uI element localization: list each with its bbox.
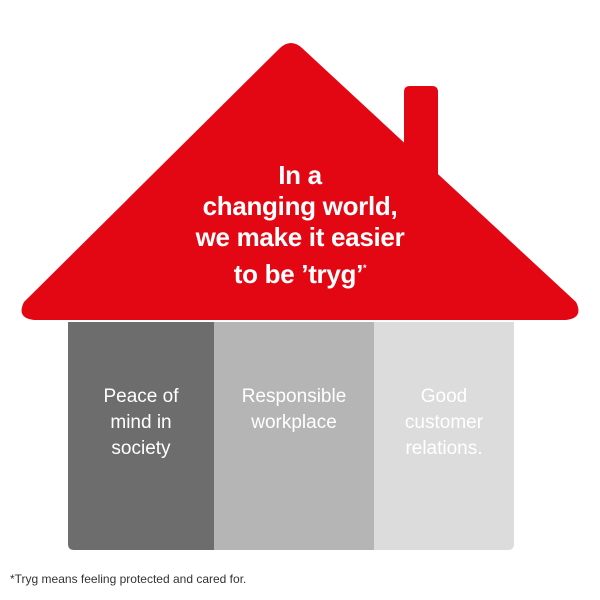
roof-line-3: we make it easier bbox=[195, 222, 405, 252]
pillar-2-line-2: workplace bbox=[251, 412, 337, 433]
pillar-3-line-3: relations. bbox=[405, 438, 483, 459]
pillar-responsible-workplace bbox=[214, 322, 374, 550]
pillar-3-line-1: Good bbox=[420, 386, 468, 407]
roof bbox=[21, 43, 579, 320]
footnote: *Tryg means feeling protected and cared … bbox=[10, 572, 247, 586]
roof-line-4: to be ’tryg’ bbox=[233, 259, 364, 289]
pillar-label-responsible-workplace: Responsible workplace bbox=[214, 384, 374, 436]
roof-line-2: changing world, bbox=[202, 191, 398, 221]
pillar-1-line-1: Peace of bbox=[103, 386, 179, 407]
pillar-1-line-2: mind in bbox=[110, 412, 172, 433]
pillar-good-customer-relations bbox=[374, 322, 514, 550]
pillar-2-line-1: Responsible bbox=[241, 386, 347, 407]
roof-line-4-wrap: to be ’tryg’* bbox=[150, 253, 450, 290]
pillar-label-good-customer-relations: Good customer relations. bbox=[374, 384, 514, 462]
pillar-peace-of-mind bbox=[68, 322, 214, 550]
roof-statement: In a changing world, we make it easier t… bbox=[150, 160, 450, 290]
pillar-label-peace-of-mind: Peace of mind in society bbox=[68, 384, 214, 462]
pillar-1-line-3: society bbox=[111, 438, 171, 459]
footnote-marker: * bbox=[363, 263, 367, 273]
pillar-3-line-2: customer bbox=[404, 412, 484, 433]
roof-line-1: In a bbox=[278, 160, 322, 190]
